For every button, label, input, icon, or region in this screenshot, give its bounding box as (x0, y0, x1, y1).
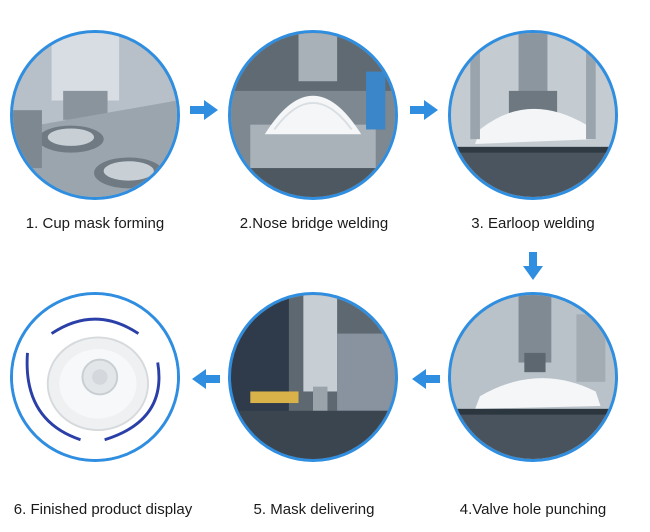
step-5-image (228, 292, 398, 462)
arrow-down-icon (523, 252, 543, 280)
step-2-image (228, 30, 398, 200)
step-3-image (448, 30, 618, 200)
step-4-label: 4.Valve hole punching (459, 501, 607, 518)
step-5-label: 5. Mask delivering (253, 501, 375, 518)
step-6-image (10, 292, 180, 462)
cup-mask-forming-illustration (13, 33, 177, 197)
step-2-label: 2.Nose bridge welding (239, 215, 389, 232)
arrow-right-icon (410, 100, 438, 120)
step-1-image (10, 30, 180, 200)
arrow-left-icon (412, 369, 440, 389)
step-4-image (448, 292, 618, 462)
valve-hole-punching-illustration (451, 295, 615, 459)
step-3-label: 3. Earloop welding (471, 215, 595, 232)
step-1-label: 1. Cup mask forming (25, 215, 165, 232)
arrow-right-icon (190, 100, 218, 120)
arrow-left-icon (192, 369, 220, 389)
mask-delivering-illustration (231, 295, 395, 459)
earloop-welding-illustration (451, 33, 615, 197)
finished-mask-illustration (13, 295, 177, 459)
nose-bridge-welding-illustration (231, 33, 395, 197)
step-6-label: 6. Finished product display (13, 501, 193, 518)
